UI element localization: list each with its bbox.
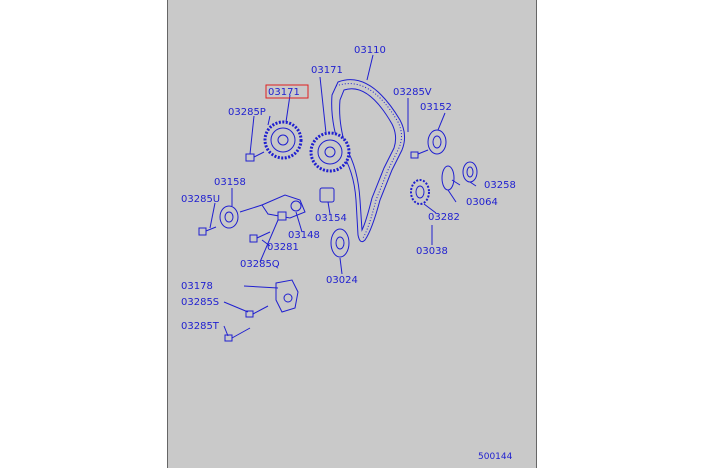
callout-03285q[interactable]: 03285Q — [240, 259, 280, 270]
tensioner-pulley-03158[interactable] — [219, 205, 239, 229]
callout-03158[interactable]: 03158 — [214, 177, 246, 188]
callout-03110[interactable]: 03110 — [354, 45, 386, 56]
idler-pulley-03152[interactable] — [410, 129, 447, 159]
callout-03258[interactable]: 03258 — [484, 180, 516, 191]
callout-03285t[interactable]: 03285T — [181, 321, 220, 332]
tensioner-arm-03148[interactable] — [239, 194, 306, 221]
flange-03024[interactable] — [330, 228, 350, 258]
callout-03154[interactable]: 03154 — [315, 213, 347, 224]
callout-03281[interactable]: 03281 — [267, 242, 299, 253]
callout-03282[interactable]: 03282 — [428, 212, 460, 223]
callout-03024[interactable]: 03024 — [326, 275, 358, 286]
flange-03064[interactable] — [441, 165, 461, 191]
callout-03285u[interactable]: 03285U — [181, 194, 220, 205]
diagram-code: 500144 — [478, 452, 513, 462]
callout-03285p[interactable]: 03285P — [228, 107, 266, 118]
bolt-03285t[interactable] — [224, 327, 251, 342]
callout-03038[interactable]: 03038 — [416, 246, 448, 257]
bolt-03285s[interactable] — [245, 305, 269, 318]
camshaft-sprocket-left[interactable] — [263, 120, 303, 160]
spacer-03154[interactable] — [319, 187, 335, 203]
washer-03258[interactable] — [462, 161, 478, 183]
crank-sprocket-03282[interactable] — [410, 179, 430, 205]
callout-03064[interactable]: 03064 — [466, 197, 498, 208]
callout-03148[interactable]: 03148 — [288, 230, 320, 241]
diagram-panel — [167, 0, 537, 468]
callout-03178[interactable]: 03178 — [181, 281, 213, 292]
leader-lines — [209, 54, 477, 337]
callout-03285s[interactable]: 03285S — [181, 297, 219, 308]
bolt-03285u[interactable] — [198, 226, 217, 236]
callout-03285v[interactable]: 03285V — [393, 87, 432, 98]
callout-03171[interactable]: 03171 — [311, 65, 343, 76]
callout-03171-selected[interactable]: 03171 — [268, 87, 300, 98]
bracket-03178[interactable] — [275, 279, 299, 313]
selected-part-highlight — [265, 84, 309, 99]
camshaft-sprocket-right[interactable] — [309, 131, 351, 173]
bolt-03281[interactable] — [249, 231, 271, 243]
bolt-03285p[interactable] — [245, 151, 265, 162]
callout-03152[interactable]: 03152 — [420, 102, 452, 113]
